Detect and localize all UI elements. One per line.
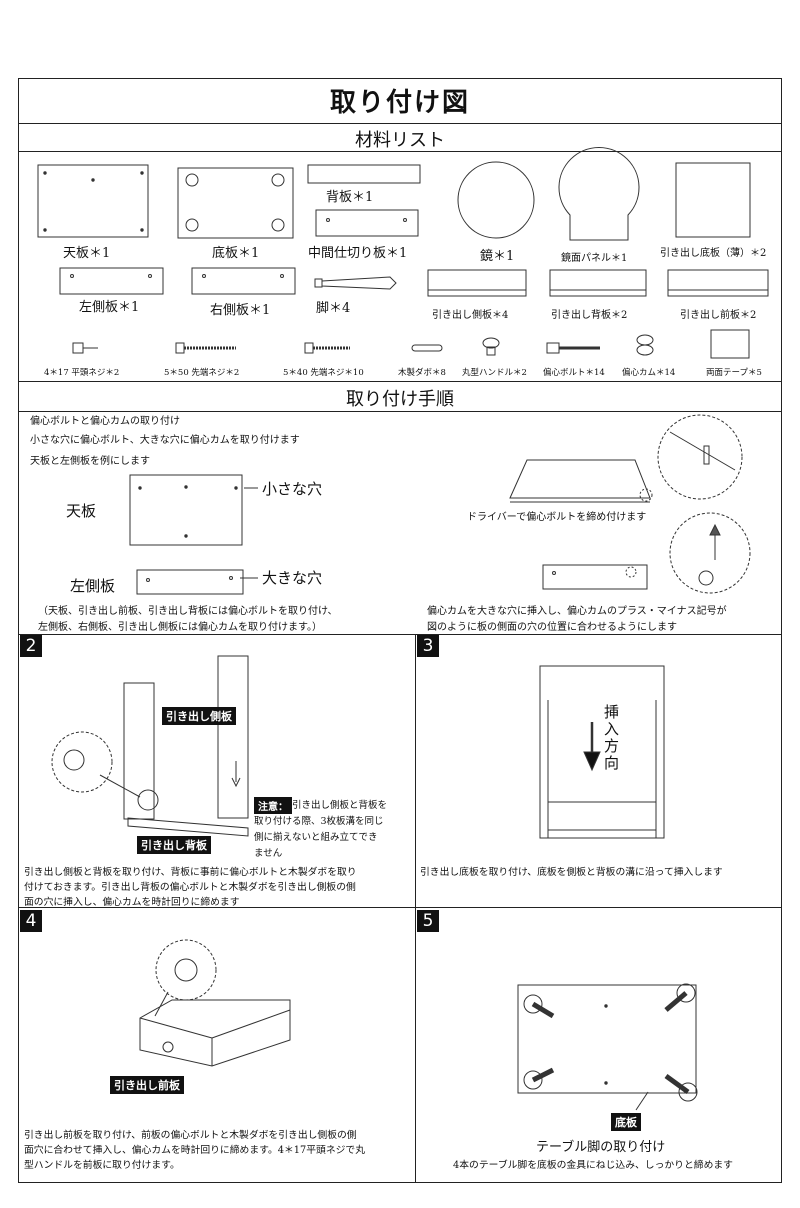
step1-text: 小さな穴に偏心ボルト、大きな穴に偏心カムを取り付けます bbox=[30, 435, 300, 446]
material-label: 左側板＊1 bbox=[79, 300, 140, 315]
material-label: 5＊40 先端ネジ＊10 bbox=[283, 368, 364, 378]
drawer-side-tag: 引き出し側板 bbox=[162, 707, 236, 725]
back-board-shape bbox=[307, 164, 421, 184]
divider-board-shape bbox=[315, 209, 419, 237]
step2-note: 取り付ける際、3枚板溝を同じ bbox=[254, 816, 384, 827]
step1-note: （天板、引き出し前板、引き出し背板には偏心ボルトを取り付け、 bbox=[38, 606, 338, 617]
material-label: 脚＊4 bbox=[316, 301, 351, 316]
material-label: 4＊17 平頭ネジ＊2 bbox=[44, 368, 120, 378]
insert-direction-label: 挿 入 方 向 bbox=[604, 704, 620, 772]
arrow-char: 向 bbox=[604, 754, 620, 772]
materials-heading: 材料リスト bbox=[355, 130, 445, 151]
step-number: 2 bbox=[20, 635, 42, 657]
step4-desc: 引き出し前板を取り付け、前板の偏心ボルトと木製ダボを引き出し側板の側 bbox=[24, 1130, 357, 1141]
material-label: 引き出し前板＊2 bbox=[680, 310, 757, 321]
material-label: 木製ダボ＊8 bbox=[398, 368, 446, 378]
material-label: 底板＊1 bbox=[212, 246, 260, 261]
step1-caption: ドライバーで偏心ボルトを締め付けます bbox=[467, 512, 647, 523]
divider bbox=[415, 634, 416, 1182]
drawer-back-tag: 引き出し背板 bbox=[137, 836, 211, 854]
step5-subtitle: テーブル脚の取り付け bbox=[536, 1140, 666, 1155]
step1-caption: 図のように板の側面の穴の位置に合わせるようにします bbox=[427, 622, 677, 633]
mirror-shape bbox=[457, 161, 535, 239]
drawer-frame bbox=[539, 665, 665, 839]
material-label: 偏心ボルト＊14 bbox=[543, 368, 605, 378]
step1-note: 左側板、右側板、引き出し側板には偏心カムを取り付けます。） bbox=[38, 622, 322, 633]
bottom-board-shape bbox=[177, 167, 294, 239]
divider bbox=[19, 123, 781, 124]
arrow-char: 方 bbox=[604, 737, 620, 755]
material-label: 鏡＊1 bbox=[480, 249, 515, 264]
step2-desc: 引き出し側板と背板を取り付け、背板に事前に偏心ボルトと木製ダボを取り bbox=[24, 867, 357, 878]
arrow-char: 入 bbox=[604, 720, 620, 738]
divider bbox=[19, 381, 781, 382]
material-label: 偏心カム＊14 bbox=[622, 368, 676, 378]
material-label: 引き出し底板（薄）＊2 bbox=[660, 248, 767, 259]
bottom-board-tag: 底板 bbox=[611, 1113, 641, 1131]
step-number: 3 bbox=[417, 635, 439, 657]
right-side-shape bbox=[191, 267, 296, 295]
small-hole-label: 小さな穴 bbox=[262, 480, 323, 498]
step2-note: 引き出し側板と背板を bbox=[292, 800, 388, 811]
bottom-board-legs bbox=[517, 984, 697, 1094]
mirror-panel-shape bbox=[558, 146, 640, 241]
big-hole-label: 大きな穴 bbox=[262, 569, 323, 587]
material-label: 背板＊1 bbox=[326, 190, 374, 205]
step1-text: 天板と左側板を例にします bbox=[30, 456, 150, 467]
top-board-label: 天板 bbox=[66, 502, 97, 520]
left-side-shape bbox=[59, 267, 164, 295]
material-label: 丸型ハンドル＊2 bbox=[462, 368, 527, 378]
divider bbox=[19, 411, 781, 412]
divider bbox=[19, 907, 781, 908]
step1-caption: 偏心カムを大きな穴に挿入し、偏心カムのプラス・マイナス記号が bbox=[427, 606, 727, 617]
material-label: 中間仕切り板＊1 bbox=[308, 246, 408, 261]
left-side-label: 左側板 bbox=[70, 577, 116, 595]
note-tag: 注意： bbox=[254, 797, 292, 814]
step1-heading: 偏心ボルトと偏心カムの取り付け bbox=[30, 416, 180, 427]
step4-desc: 型ハンドルを前板に取り付けます。 bbox=[24, 1160, 180, 1171]
step2-desc: 面の穴に挿入し、偏心カムを時計回りに締めます bbox=[24, 897, 240, 908]
drawer-box bbox=[139, 999, 291, 1067]
steps-heading: 取り付け手順 bbox=[346, 389, 454, 410]
material-label: 引き出し側板＊4 bbox=[432, 310, 509, 321]
top-board-diagram bbox=[129, 474, 243, 546]
step-number: 5 bbox=[417, 910, 439, 932]
drawer-back-panel bbox=[127, 817, 249, 837]
material-label: 天板＊1 bbox=[63, 246, 111, 261]
leg-shape bbox=[321, 276, 397, 290]
top-board-shape bbox=[37, 164, 149, 238]
drawer-side-right bbox=[217, 655, 249, 819]
material-label: 両面テープ＊5 bbox=[706, 368, 762, 378]
drawer-bottom-shape bbox=[675, 162, 751, 238]
arrow-char: 挿 bbox=[604, 703, 620, 721]
divider bbox=[19, 151, 781, 152]
drawer-side-left bbox=[123, 682, 155, 820]
step3-desc: 引き出し底板を取り付け、底板を側板と背板の溝に沿って挿入します bbox=[420, 867, 723, 878]
left-side-diagram bbox=[136, 569, 244, 595]
step2-desc: 付けておきます。引き出し背板の偏心ボルトと木製ダボを引き出し側板の側 bbox=[24, 882, 356, 893]
step-number: 4 bbox=[20, 910, 42, 932]
material-label: 右側板＊1 bbox=[210, 303, 271, 318]
material-label: 5＊50 先端ネジ＊2 bbox=[164, 368, 240, 378]
step2-note: 側に揃えないと組み立てでき bbox=[254, 832, 378, 843]
material-label: 鏡面パネル＊1 bbox=[561, 253, 628, 264]
page-title: 取り付け図 bbox=[329, 88, 470, 118]
step2-note: ません bbox=[254, 848, 283, 859]
material-label: 引き出し背板＊2 bbox=[551, 310, 628, 321]
divider bbox=[19, 634, 781, 635]
step4-desc: 面穴に合わせて挿入し、偏心カムを時計回りに締めます。4＊17平頭ネジで丸 bbox=[24, 1145, 366, 1156]
instruction-sheet: 取り付け図 材料リスト 取り付け手順 bbox=[18, 78, 782, 1183]
drawer-front-tag: 引き出し前板 bbox=[110, 1076, 184, 1094]
step5-desc: 4本のテーブル脚を底板の金具にねじ込み、しっかりと締めます bbox=[453, 1160, 733, 1171]
